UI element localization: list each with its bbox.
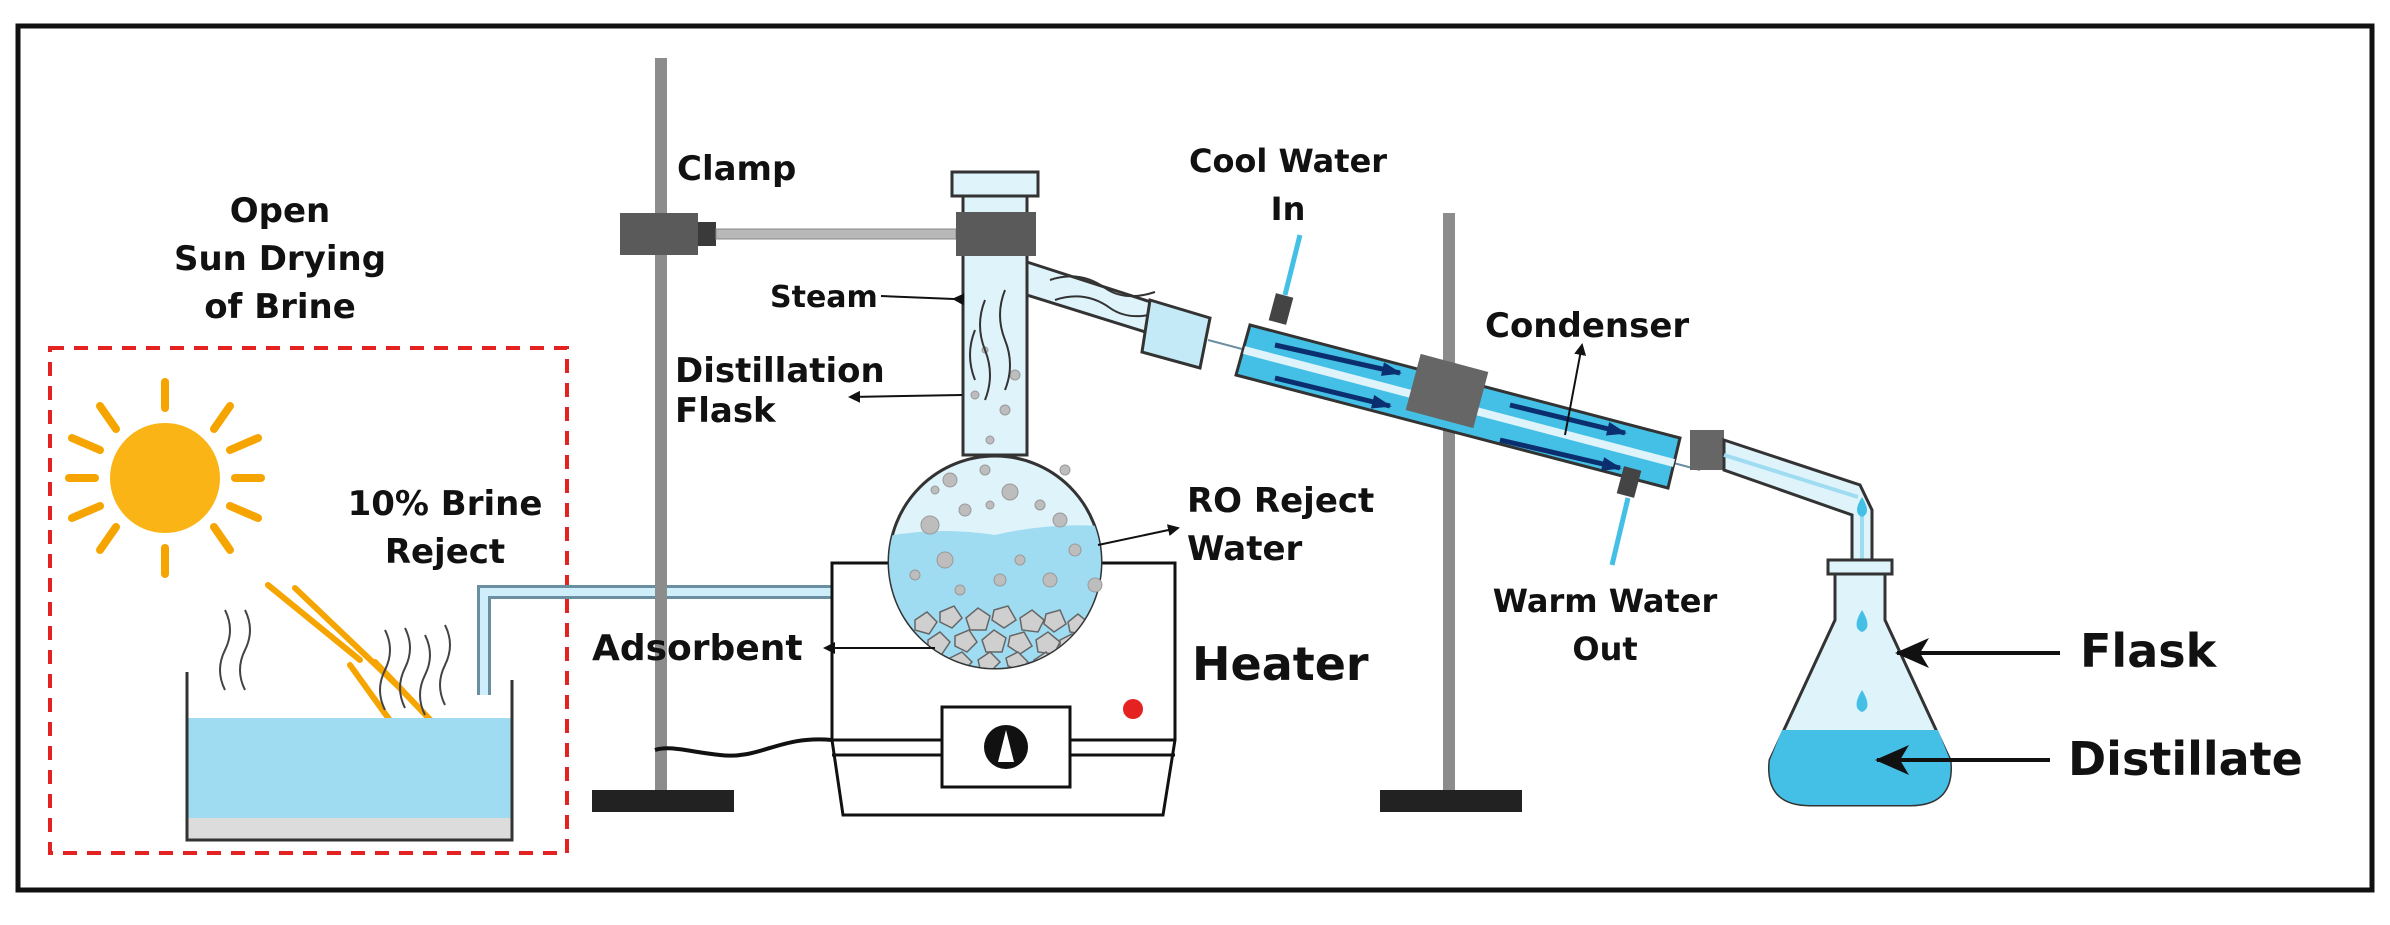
warm-water-outlet (1609, 497, 1631, 566)
ro-reject-label-line1: RO Reject (1187, 481, 1374, 521)
heater-label: Heater (1192, 637, 1369, 691)
clamp-label: Clamp (677, 149, 796, 189)
brine-reject-label-line1: 10% Brine (348, 484, 543, 524)
cool-water-inlet (1282, 234, 1303, 296)
cool-water-label-line1: Cool Water (1189, 142, 1387, 180)
brine-reject-label-line2: Reject (385, 532, 505, 572)
flask-label: Flask (2080, 624, 2218, 678)
adsorbent-label: Adsorbent (592, 628, 803, 669)
diagram-frame (15, 23, 2375, 893)
warm-water-label-line2: Out (1572, 630, 1637, 668)
condenser-arrow (1564, 343, 1587, 436)
heater-power-indicator (1123, 699, 1143, 719)
condenser-label: Condenser (1485, 306, 1689, 346)
warm-water-label-line1: Warm Water (1493, 582, 1718, 620)
distillate-label: Distillate (2068, 732, 2303, 786)
ro-reject-arrow (1097, 524, 1180, 546)
condenser (1140, 234, 1874, 577)
ro-reject-label-line2: Water (1187, 529, 1303, 569)
vapor-lines (219, 609, 451, 716)
distillation-flask-label-line2: Flask (675, 391, 777, 431)
steam-label: Steam (770, 280, 878, 315)
sun-drying-box (48, 346, 569, 855)
right-stand (1380, 213, 1522, 812)
open-sun-label-line2: Sun Drying (174, 239, 386, 279)
steam-arrow (880, 293, 965, 306)
brine-tray (185, 672, 514, 842)
distillation-flask-label-line1: Distillation (675, 351, 885, 391)
open-sun-label-line3: of Brine (204, 287, 356, 327)
distillation-flask-arrow (848, 390, 963, 403)
open-sun-label-line1: Open (230, 191, 331, 231)
cool-water-label-line2: In (1271, 190, 1306, 228)
distillate-drops (1856, 497, 1868, 712)
sun-icon (65, 378, 265, 578)
heater-power-cord (654, 737, 833, 758)
